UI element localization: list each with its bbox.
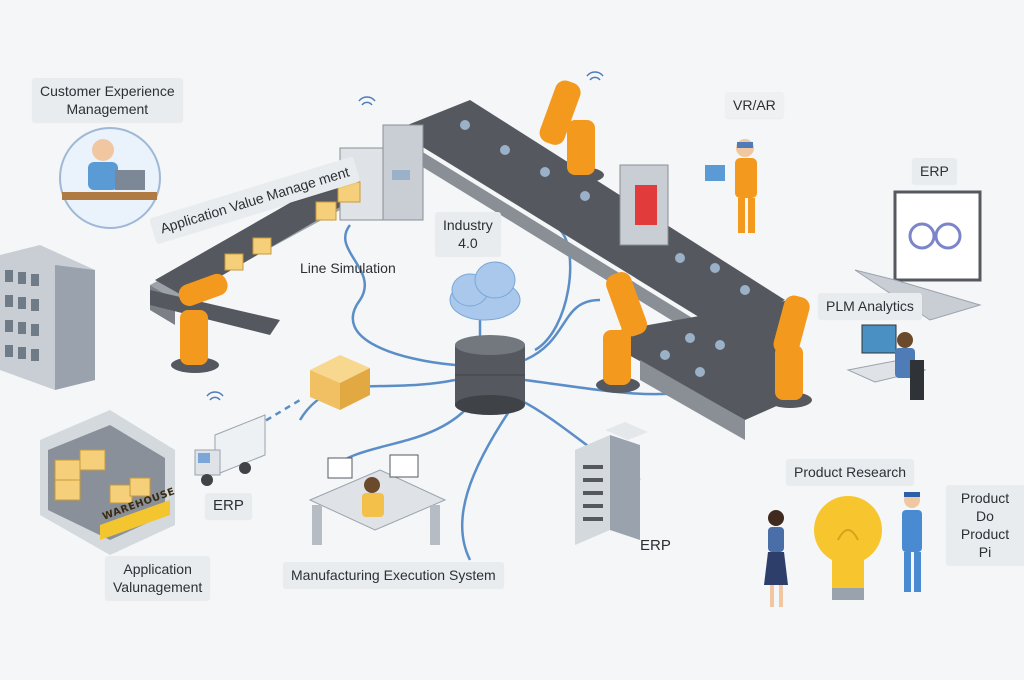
label-vr-ar: VR/AR	[725, 92, 784, 118]
delivery-truck	[194, 414, 266, 486]
conveyor-belt	[150, 100, 790, 440]
label-plm-analytics: PLM Analytics	[818, 293, 922, 319]
office-building	[0, 245, 95, 390]
label-mes: Manufacturing Execution System	[283, 562, 504, 588]
researcher-man	[902, 492, 922, 592]
wifi-icons	[206, 71, 604, 401]
researcher-woman	[764, 510, 788, 607]
label-industry-40: Industry 4.0	[435, 212, 501, 256]
network-cables	[298, 204, 701, 561]
label-erp-truck: ERP	[205, 493, 252, 519]
robot-arms	[171, 80, 812, 408]
mes-workstation	[308, 454, 447, 545]
cloud-icon	[449, 261, 521, 321]
label-product-pi: Product Pi	[946, 521, 1024, 565]
label-erp-top-right: ERP	[912, 158, 957, 184]
central-server	[455, 335, 525, 415]
customer-avatar	[59, 127, 161, 229]
boxes-on-conveyor	[224, 181, 361, 271]
vr-worker	[705, 139, 757, 233]
warehouse-building	[40, 410, 175, 555]
cardboard-box	[310, 355, 370, 410]
label-customer-experience: Customer Experience Management	[32, 78, 183, 122]
server-racks	[575, 422, 648, 545]
laptop	[854, 190, 982, 321]
label-product-research: Product Research	[786, 459, 915, 485]
label-erp-servers: ERP	[640, 537, 671, 554]
red-gate	[619, 164, 669, 246]
plm-worker	[846, 324, 927, 400]
lightbulb-icon	[814, 496, 882, 600]
label-line-simulation: Line Simulation	[300, 260, 396, 276]
label-app-value-bottom: Application Valunagement	[105, 556, 211, 600]
